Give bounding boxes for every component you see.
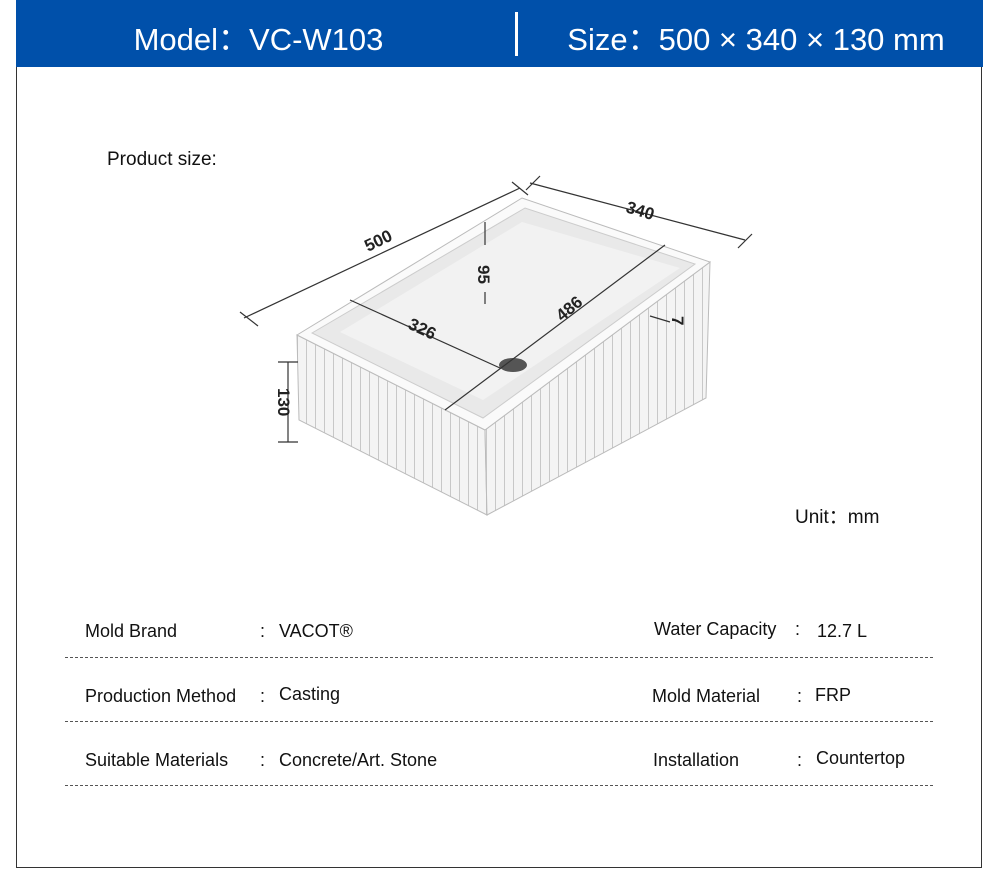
dim-rim: 7 bbox=[668, 316, 687, 325]
dim-height: 130 bbox=[274, 388, 293, 416]
product-size-label: Product size: bbox=[107, 149, 217, 170]
model-title: Model：VC-W103 bbox=[133, 22, 384, 57]
dim-width: 340 bbox=[624, 198, 657, 224]
spec-label: Installation bbox=[653, 750, 740, 770]
spec-colon: : bbox=[797, 686, 803, 706]
unit-label: Unit：mm bbox=[795, 507, 880, 528]
size-title: Size：500 × 340 × 130 mm bbox=[567, 22, 945, 57]
dim-drain-offset: 95 bbox=[474, 265, 493, 284]
spec-colon: : bbox=[260, 621, 266, 641]
spec-row: Production Method : Casting Mold Materia… bbox=[65, 657, 933, 722]
spec-colon: : bbox=[260, 750, 266, 770]
dim-length: 500 bbox=[361, 226, 395, 256]
spec-label: Mold Material bbox=[652, 686, 761, 706]
header-banner: Model：VC-W103 Size：500 × 340 × 130 mm bbox=[16, 0, 983, 67]
spec-label: Water Capacity bbox=[654, 619, 777, 639]
spec-value: FRP bbox=[815, 685, 851, 705]
spec-colon: : bbox=[795, 619, 801, 639]
sink-drawing: 500 340 130 326 486 95 7 bbox=[239, 175, 753, 516]
spec-colon: : bbox=[797, 750, 803, 770]
spec-value: Countertop bbox=[816, 748, 906, 768]
spec-row: Mold Brand : VACOT® Water Capacity : 12.… bbox=[65, 593, 933, 658]
spec-label: Production Method bbox=[85, 686, 237, 706]
sink-bowl-floor bbox=[340, 222, 680, 400]
spec-label: Mold Brand bbox=[85, 621, 178, 641]
spec-value: VACOT® bbox=[279, 621, 353, 641]
spec-label: Suitable Materials bbox=[85, 750, 229, 770]
spec-value: Concrete/Art. Stone bbox=[279, 750, 438, 770]
spec-value: Casting bbox=[279, 684, 341, 704]
header-divider bbox=[515, 12, 518, 56]
dimension-lines bbox=[239, 175, 753, 443]
spec-row: Suitable Materials : Concrete/Art. Stone… bbox=[65, 721, 933, 786]
drain-hole bbox=[499, 358, 527, 372]
spec-colon: : bbox=[260, 686, 266, 706]
spec-value: 12.7 L bbox=[817, 621, 868, 641]
page-frame bbox=[16, 0, 982, 868]
